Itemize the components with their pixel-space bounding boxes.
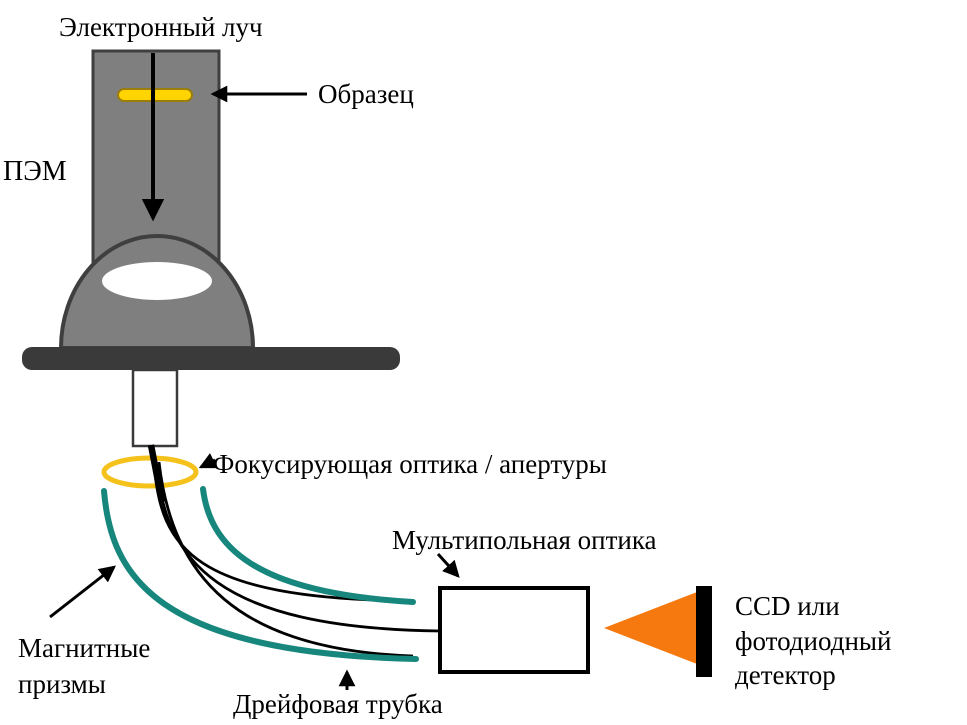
electron-beam-label: Электронный луч [59,12,263,42]
beam-path-top [152,461,408,603]
magnetic-prisms-label-line2: призмы [18,669,106,700]
multipole-optics-label: Мультипольная оптика [392,525,657,555]
tem-label: ПЭМ [3,156,67,187]
detector-label-line2: фотодиодный [735,625,892,656]
focusing-arrow [198,453,218,469]
exit-tube [131,368,179,448]
beam-path-bottom [157,461,414,658]
focusing-optics-label: Фокусирующая оптика / апертуры [213,449,607,479]
beam-path-middle [154,461,441,633]
detector-label: CCD или фотодиодный детектор [735,589,892,693]
detector-label-line1: CCD или [735,591,840,621]
focusing-ring [101,455,199,489]
multipole-arrow [436,552,460,578]
detector-label-line3: детектор [735,660,836,691]
sample-label: Образец [318,79,414,109]
stage-bar [22,347,400,370]
multipole-optics-box [438,586,590,674]
detector-plate [696,586,712,677]
magnetic-prisms-label: Магнитные призмы [18,630,150,703]
magnetic-prisms-arrow [49,565,116,619]
magnetic-prism-inner [200,486,416,605]
magnetic-prisms-label-line1: Магнитные [18,633,151,663]
dome-highlight [102,262,212,300]
magnetic-prism-outer [101,488,419,662]
beam-cone [604,592,697,664]
drift-tube-label: Дрейфовая трубка [233,689,443,719]
